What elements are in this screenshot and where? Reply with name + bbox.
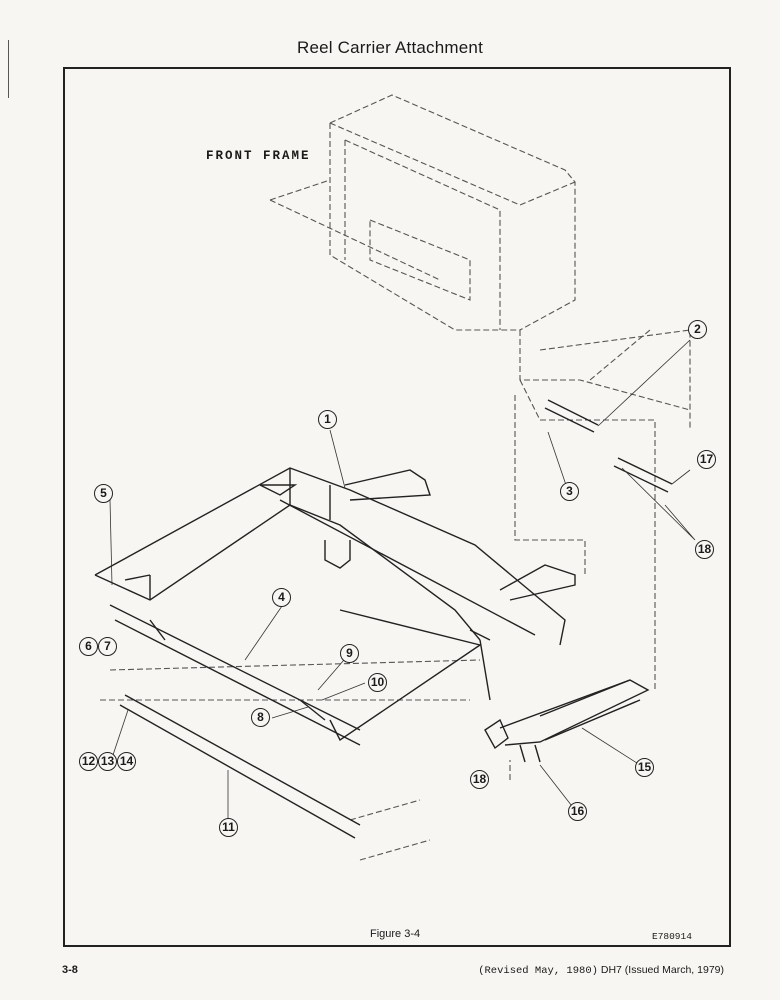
callout-5: 5 bbox=[94, 484, 113, 503]
drawing-code: E780914 bbox=[652, 931, 692, 942]
figure-caption: Figure 3-4 bbox=[370, 928, 421, 940]
page-title: Reel Carrier Attachment bbox=[296, 38, 483, 57]
page-number: 3-8 bbox=[62, 964, 78, 976]
callout-11: 11 bbox=[219, 818, 238, 837]
callout-17: 17 bbox=[697, 450, 716, 469]
revision-note: (Revised May, 1980) bbox=[478, 965, 598, 977]
callout-18-lower: 18 bbox=[470, 770, 489, 789]
callout-12: 12 bbox=[79, 752, 98, 771]
publication-note: DH7 (Issued March, 1979) bbox=[600, 964, 724, 976]
callout-15: 15 bbox=[635, 758, 654, 777]
callout-1: 1 bbox=[318, 410, 337, 429]
callout-13: 13 bbox=[98, 752, 117, 771]
figure-frame bbox=[63, 67, 731, 947]
callout-4: 4 bbox=[272, 588, 291, 607]
callout-6: 6 bbox=[79, 637, 98, 656]
page-edge-mark bbox=[8, 40, 9, 98]
callout-18: 18 bbox=[695, 540, 714, 559]
revision-footer: (Revised May, 1980) DH7 (Issued March, 1… bbox=[478, 964, 724, 977]
callout-14: 14 bbox=[117, 752, 136, 771]
callout-3: 3 bbox=[560, 482, 579, 501]
callout-9: 9 bbox=[340, 644, 359, 663]
callout-16: 16 bbox=[568, 802, 587, 821]
front-frame-label: FRONT FRAME bbox=[206, 149, 311, 163]
callout-2: 2 bbox=[688, 320, 707, 339]
callout-7: 7 bbox=[98, 637, 117, 656]
callout-8: 8 bbox=[251, 708, 270, 727]
callout-10: 10 bbox=[368, 673, 387, 692]
